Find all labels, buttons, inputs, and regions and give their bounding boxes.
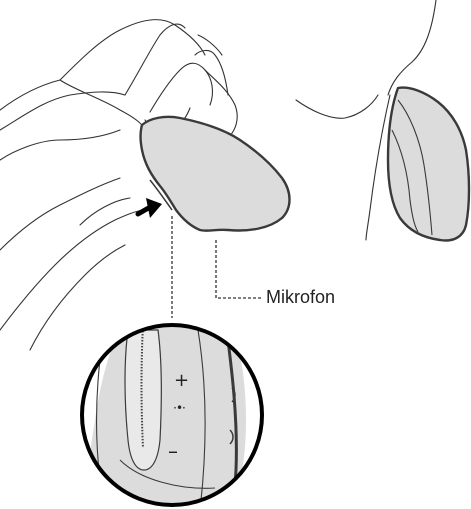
multifunction-label: ·•· bbox=[166, 402, 192, 414]
mic-callout-line bbox=[216, 240, 262, 298]
callout-lines bbox=[172, 216, 262, 318]
volume-up-label: + bbox=[174, 372, 188, 390]
earbud-left bbox=[141, 117, 290, 231]
zoom-detail bbox=[82, 320, 262, 509]
pointer-arrow bbox=[138, 198, 162, 218]
earbud-right bbox=[388, 88, 469, 241]
volume-down-label: – bbox=[165, 441, 181, 461]
microphone-label: Mikrofon bbox=[266, 286, 335, 308]
